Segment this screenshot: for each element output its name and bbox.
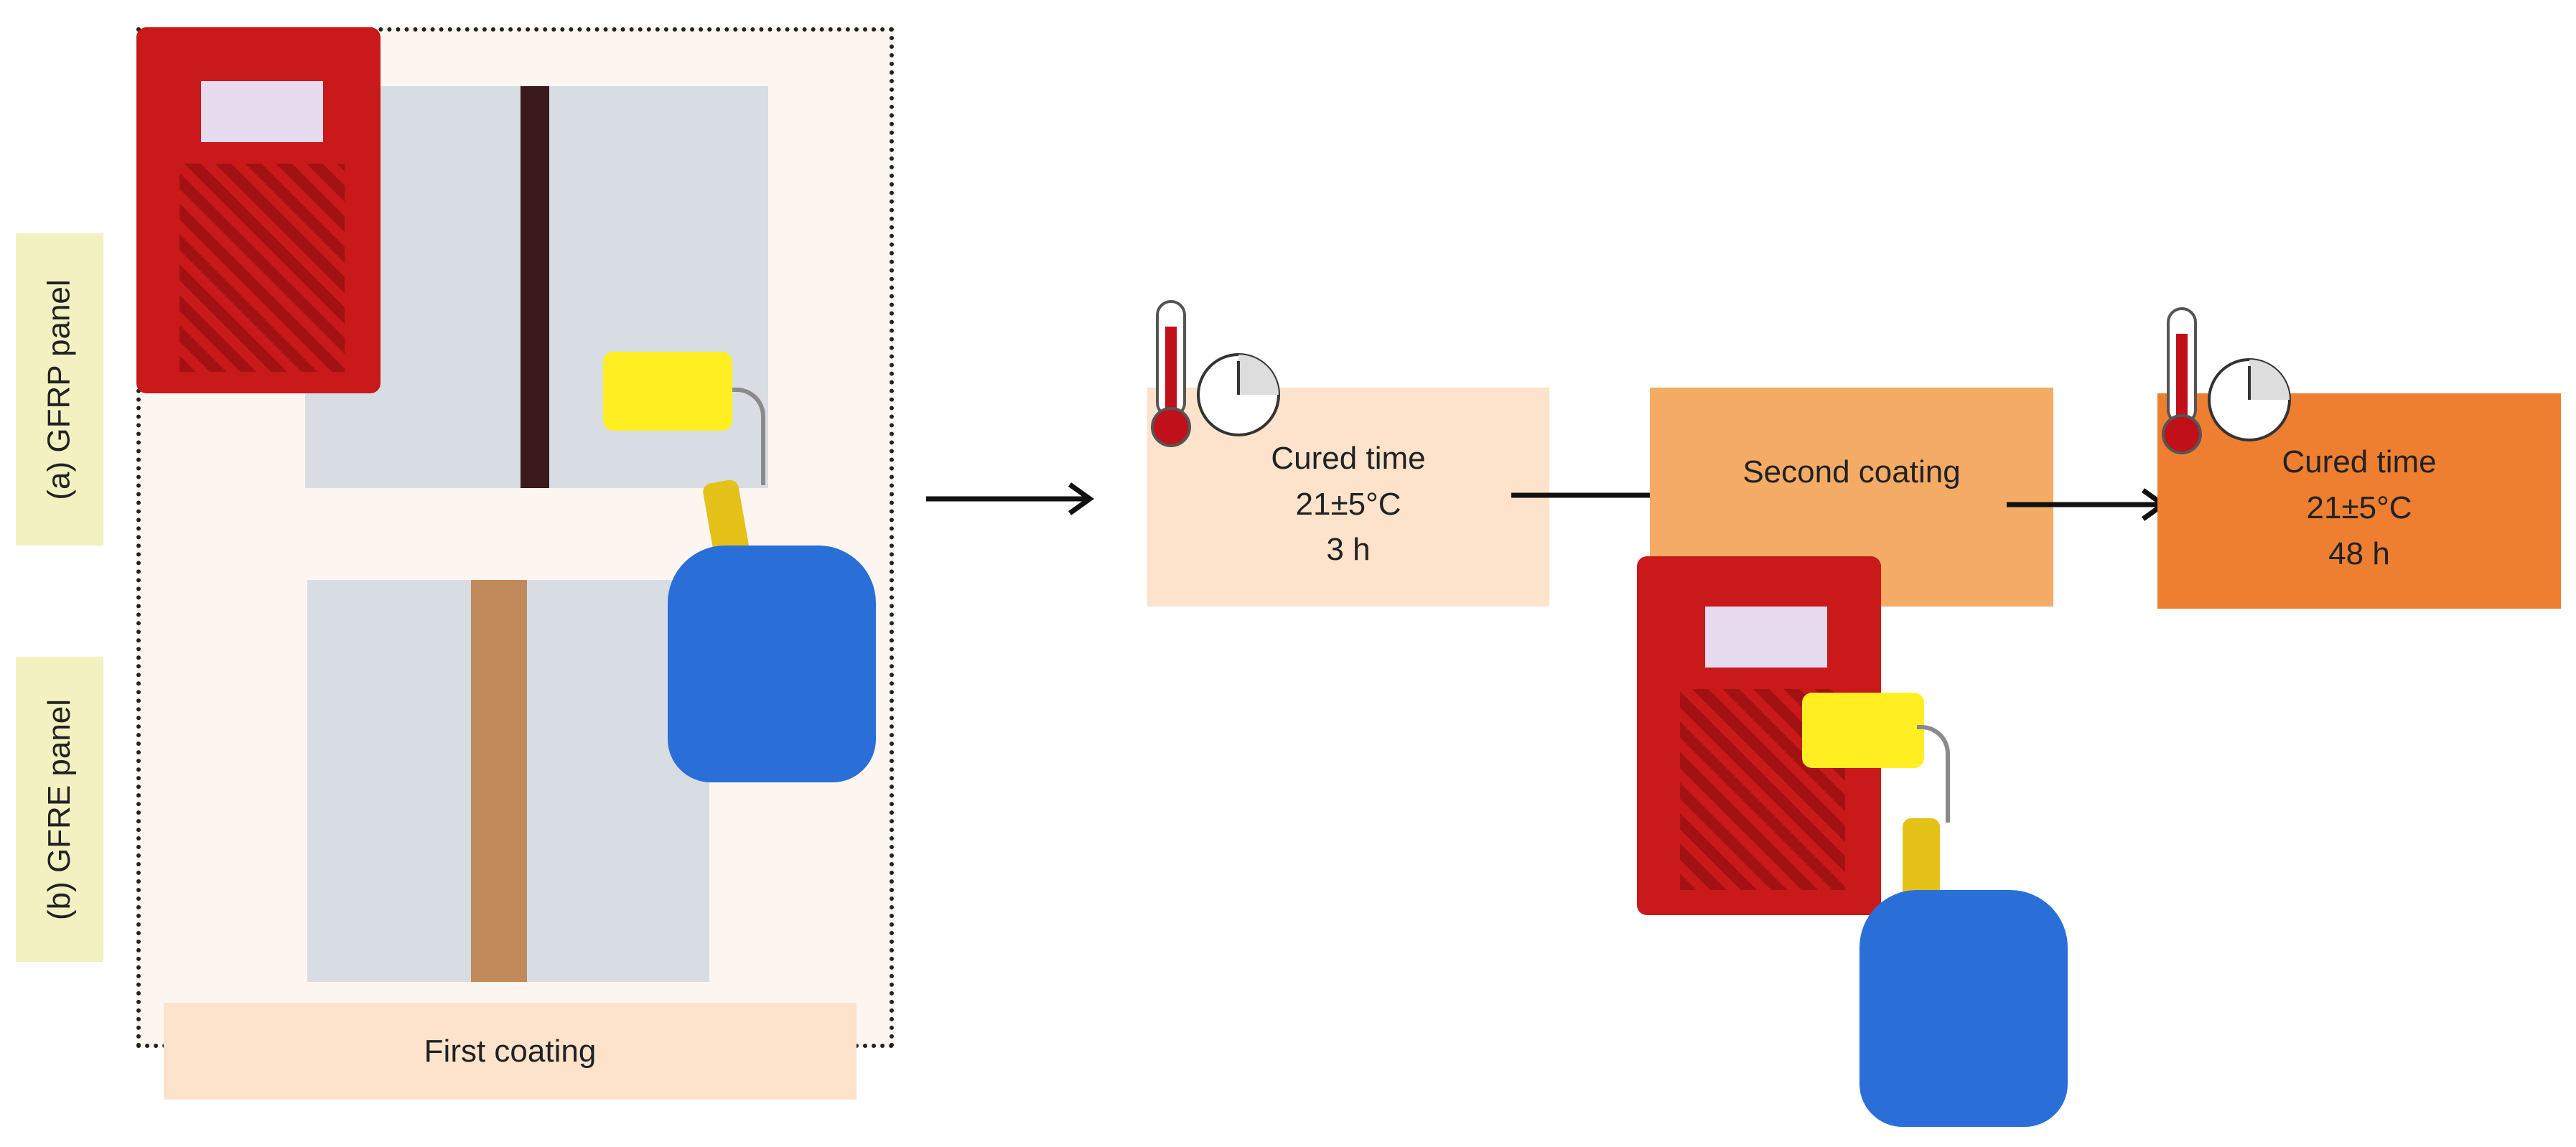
step-title: Second coating <box>1742 454 1961 490</box>
gfrp-label: (a) GFRP panel <box>16 233 103 546</box>
clock-icon <box>2208 358 2291 441</box>
roller-wire <box>732 388 765 485</box>
gloved-hand-icon <box>1859 890 2068 1127</box>
gfrp-panel-image <box>305 86 768 488</box>
clock-icon <box>1197 353 1280 436</box>
step-temperature: 21±5°C <box>1295 486 1401 522</box>
first-coating-label: First coating <box>164 1003 857 1100</box>
gfre-label: (b) GFRE panel <box>16 657 103 962</box>
gfre-panel-image <box>307 580 709 982</box>
step-title: Cured time <box>2282 444 2437 480</box>
step-title: Cured time <box>1271 440 1426 476</box>
thermometer-icon <box>2162 307 2202 454</box>
step-duration: 48 h <box>2328 535 2390 571</box>
arrow-right-icon <box>926 482 1095 515</box>
roller-wire <box>1917 725 1950 823</box>
paint-roller-icon <box>603 352 739 431</box>
paint-roller-icon <box>1802 693 1924 768</box>
arrow-right-icon <box>2007 488 2168 521</box>
gfre-tape-stripe <box>471 580 527 982</box>
thermometer-icon <box>1151 300 1191 447</box>
step-duration: 3 h <box>1326 532 1371 568</box>
gfrp-tape-stripe <box>521 86 549 488</box>
step-temperature: 21±5°C <box>2306 490 2412 526</box>
paint-tray-icon <box>136 27 381 393</box>
gloved-hand-icon <box>668 546 876 782</box>
